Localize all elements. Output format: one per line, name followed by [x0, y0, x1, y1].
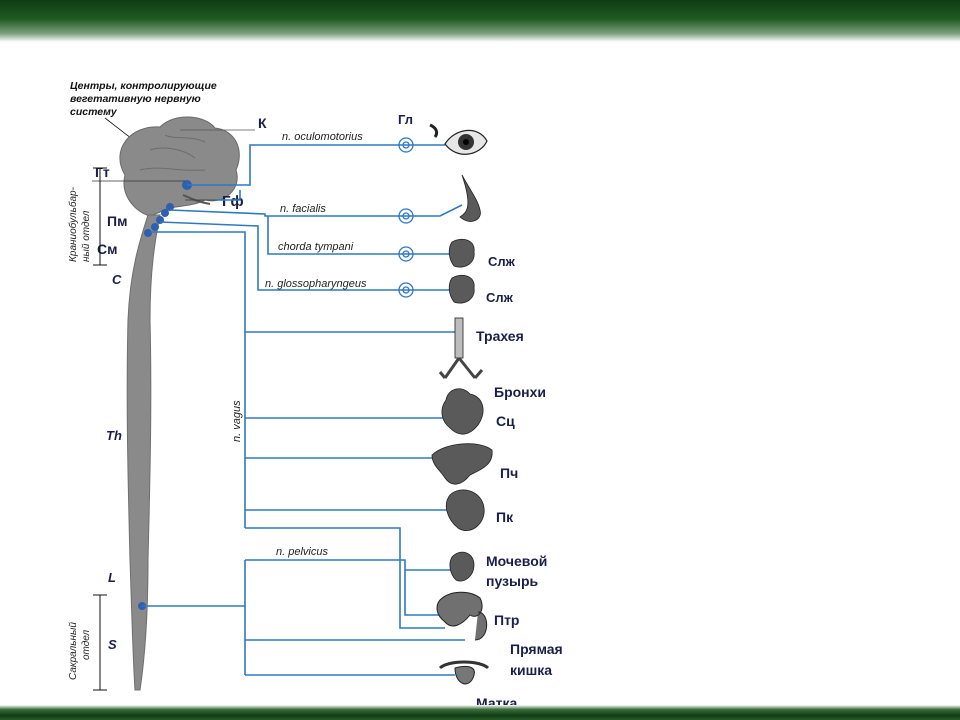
- spinal-cord: [126, 214, 161, 691]
- header-bar: [0, 0, 960, 42]
- segment-l: L: [108, 570, 116, 585]
- sacral-label-1: Сакральный: [68, 622, 79, 680]
- heart-organ: [441, 388, 484, 435]
- intestine-organ: [436, 591, 488, 641]
- uterus-organ: [438, 660, 490, 685]
- liver-organ: [431, 443, 493, 485]
- cranial-label-1: Краниобульбар-: [67, 186, 79, 262]
- label-oculomotorius: n. oculomotorius: [282, 131, 363, 143]
- ganglia: [398, 137, 414, 298]
- segment-th: Th: [106, 428, 122, 443]
- label-rectum-1: Прямая: [510, 641, 563, 657]
- gland-organ-2: [448, 274, 475, 304]
- label-bronchi: Бронхи: [494, 384, 546, 400]
- caption-line-2: вегетативную нервную: [70, 93, 201, 105]
- kidney-organ: [445, 489, 485, 531]
- label-liver: Пч: [500, 465, 518, 481]
- caption-line-3: систему: [70, 106, 118, 118]
- midbrain-nucleus-2: [161, 209, 169, 217]
- nerve-oculomotorius: [187, 144, 445, 186]
- cranial-label-2: ный отдел: [81, 210, 92, 262]
- label-intestine: Птр: [494, 612, 519, 628]
- sacral-label-2: отдел: [81, 629, 92, 660]
- label-chorda: chorda tympani: [278, 241, 354, 253]
- nerve-chorda: [267, 216, 450, 255]
- label-gland-1: Слж: [488, 254, 516, 269]
- nerve-vagus-trunk: [150, 231, 246, 528]
- label-gf: Гф: [222, 193, 244, 210]
- eye-organ: [429, 123, 488, 155]
- vagus-to-intestine: [245, 527, 445, 629]
- gland-organ-1: [448, 238, 475, 268]
- segment-s: S: [108, 637, 117, 652]
- label-glosso: n. glossopharyngeus: [265, 278, 367, 290]
- label-trachea: Трахея: [476, 328, 524, 344]
- nerve-facialis: [169, 204, 463, 217]
- label-k: К: [258, 115, 267, 131]
- label-vagus: n. vagus: [231, 400, 243, 442]
- label-pm: Пм: [107, 213, 127, 229]
- label-bladder-1: Мочевой: [486, 553, 547, 569]
- brain: [119, 116, 240, 217]
- footer-bar: [0, 705, 960, 720]
- label-pelvicus: n. pelvicus: [276, 546, 328, 558]
- label-rectum-2: кишка: [510, 662, 552, 678]
- bladder-organ: [449, 551, 475, 582]
- trachea-bronchi-organ: [438, 317, 484, 379]
- brain-folds: [139, 134, 206, 171]
- label-gt: Гт: [95, 164, 110, 180]
- label-gland-2: Слж: [486, 290, 514, 305]
- label-bladder-2: пузырь: [486, 573, 539, 589]
- caption-line-1: Центры, контролирующие: [70, 80, 217, 92]
- label-heart: Сц: [496, 413, 515, 429]
- medulla-nucleus-2: [151, 223, 159, 231]
- medulla-nucleus-3: [144, 229, 152, 237]
- segment-c: C: [112, 272, 122, 287]
- nerve-glosso: [159, 221, 450, 291]
- pelvic-to-intestine: [245, 559, 450, 616]
- midbrain-nucleus-1: [166, 203, 174, 211]
- label-facialis: n. facialis: [280, 203, 326, 215]
- nerve-gf-branch: [215, 190, 241, 201]
- label-kidney: Пк: [496, 509, 514, 525]
- label-sm: См: [97, 241, 117, 257]
- nose-organ: [459, 174, 481, 222]
- label-eye: Гл: [398, 112, 413, 127]
